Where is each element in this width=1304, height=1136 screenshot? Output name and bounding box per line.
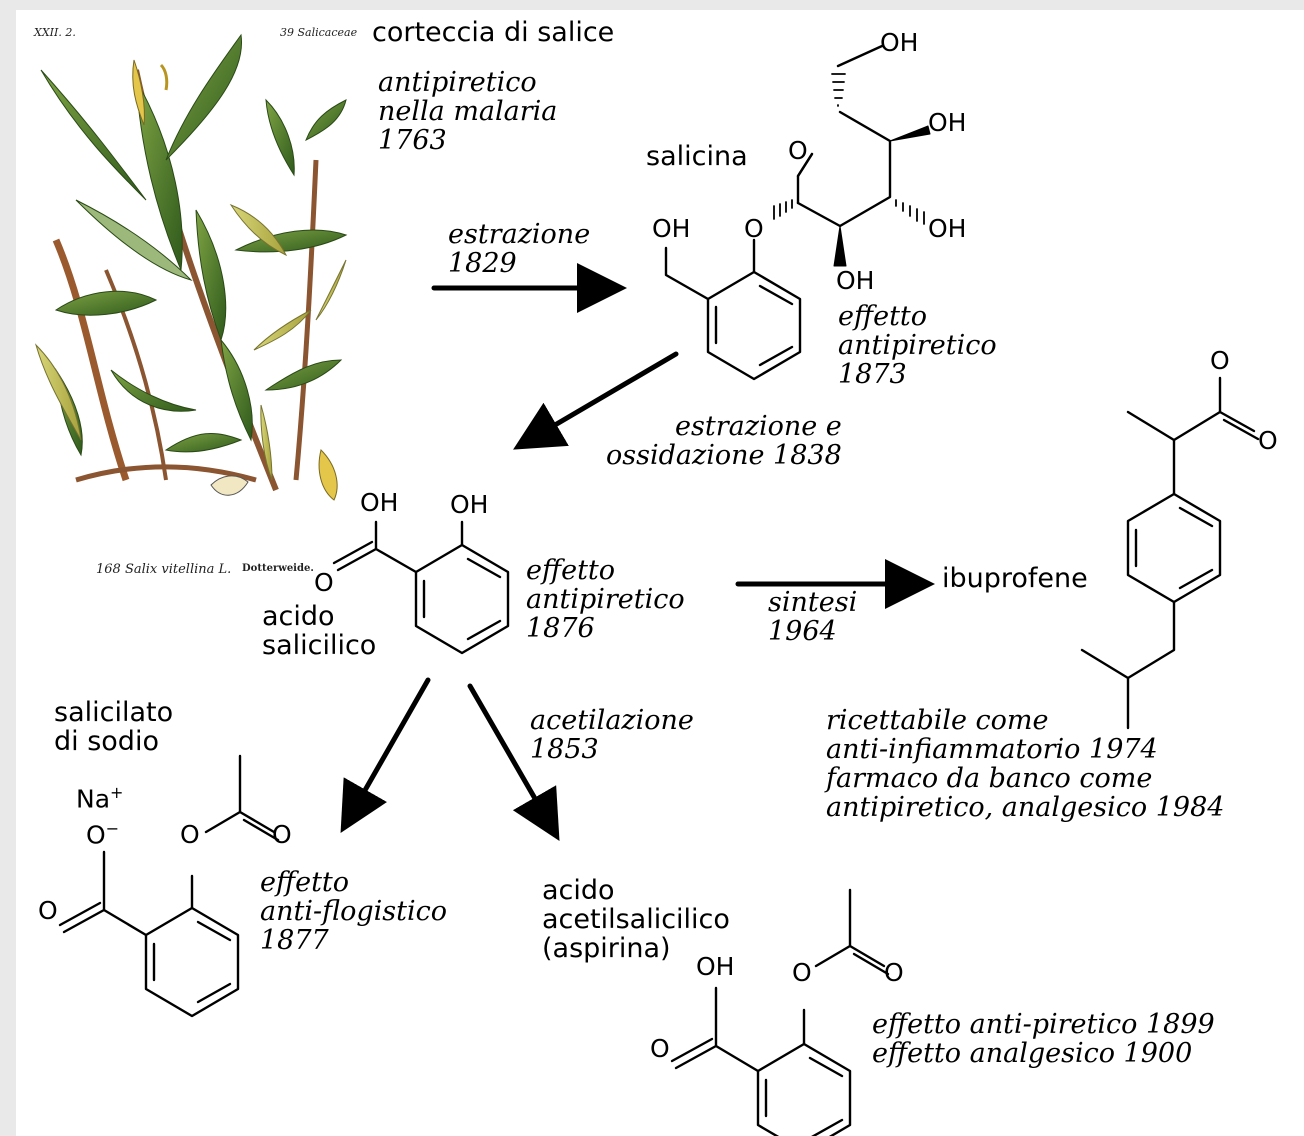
salicin-oh-lower-right: OH [928,214,967,243]
synthesis-label: sintesi 1964 [768,587,858,647]
salicylic-carboxyl-oh: OH [360,488,399,517]
aspirin-carboxyl-oh: OH [696,952,735,981]
sodium-acetyl-o: O [272,820,292,849]
salicin-benzyl-oh: OH [652,214,691,243]
salicin-oh-bottom: OH [836,266,875,295]
sodium-o-minus: O− [86,819,120,850]
acetylation-label: acetilazione 1853 [530,705,694,765]
aspirin-ester-o: O [792,958,812,987]
salicin-oh-ch2: OH [880,28,919,57]
structures-layer [58,44,1260,1136]
salicin-ring-o: O [788,136,808,165]
sodium-na: Na+ [76,783,124,814]
ibuprofen-note: ricettabile come anti-infiammatorio 1974… [826,705,1225,823]
sodium-carbonyl-o: O [38,896,58,925]
arrow-to-aspirin [467,683,560,841]
sodium-ester-o: O [180,820,200,849]
salicylic-effect: effetto antipiretico 1876 [526,555,685,644]
willow-bark-label: corteccia di salice [372,17,615,48]
aspirin-carbonyl-o: O [650,1034,670,1063]
ibuprofen-o-right: O [1258,426,1278,455]
plate-family: 39 Salicaceae [280,26,358,39]
aspirin-acetyl-o: O [884,958,904,987]
plate-caption-common: Dotterweide. [242,563,314,574]
plate-number: XXII. 2. [34,26,76,39]
salicin-glycosidic-o: O [744,214,764,243]
extraction-1829-label: estrazione 1829 [448,219,591,279]
arrow-to-sodium-salicylate [340,677,431,834]
sodium-salicylate-structure [58,754,280,1018]
salicylic-phenol-oh: OH [450,490,489,519]
aspirin-effect: effetto anti-piretico 1899 effetto analg… [872,1009,1215,1069]
salicylic-acid-structure [332,520,510,655]
ibuprofen-structure [1080,376,1260,730]
ibuprofen-label: ibuprofene [942,563,1088,594]
salicin-structure [664,44,931,381]
salicin-label: salicina [646,141,748,172]
arrow-extraction-oxidation [513,351,679,450]
bark-note: antipiretico nella malaria 1763 [378,67,558,156]
salicylic-carbonyl-o: O [314,568,334,597]
sodium-effect: effetto anti-flogistico 1877 [260,867,447,956]
sodium-salicylate-label: salicilato di sodio [54,697,174,757]
aspirin-label: acido acetilsalicilico (aspirina) [542,875,730,964]
ibuprofen-o-top: O [1210,346,1230,375]
aspirin-structure [670,888,890,1136]
salicylic-acid-label: acido salicilico [262,601,377,661]
plate-caption: 168 Salix vitellina L. [96,562,232,577]
diagram-canvas: XXII. 2. 39 Salicaceae 168 Salix vitelli… [16,10,1304,1136]
extraction-oxidation-label: estrazione e ossidazione 1838 [606,411,842,471]
willow-illustration [16,10,366,590]
salicin-effect: effetto antipiretico 1873 [838,301,997,390]
salicin-oh-right: OH [928,108,967,137]
